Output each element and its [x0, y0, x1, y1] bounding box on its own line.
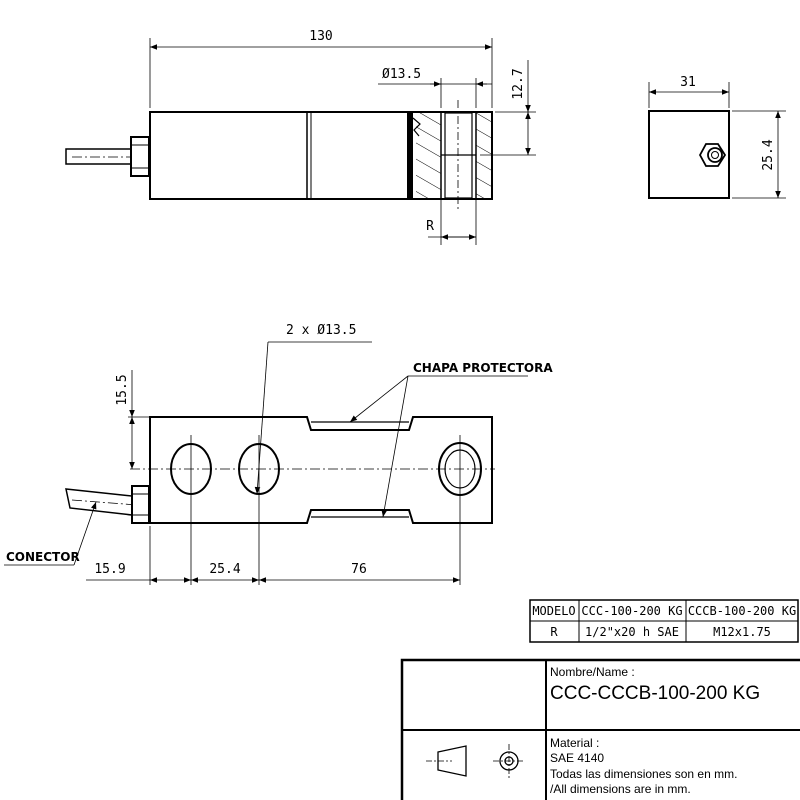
side-view	[4, 341, 528, 585]
table-header-model: MODELO	[532, 604, 575, 618]
table-header-cccb: CCCB-100-200 KG	[688, 604, 796, 618]
dim-offset-15-5: 15.5	[115, 374, 130, 405]
material-label: Material :	[550, 736, 599, 750]
title-block	[400, 658, 800, 800]
units-note-es: Todas las dimensiones son en mm.	[550, 767, 737, 781]
name-label: Nombre/Name :	[550, 665, 635, 679]
dim-thread-r: R	[426, 219, 434, 234]
projection-symbol-icon	[426, 744, 525, 778]
table-cell-ccc-thread: 1/2"x20 h SAE	[585, 625, 679, 639]
model-table	[529, 599, 799, 643]
connector-label: CONECTOR	[6, 550, 80, 564]
dim-width-31: 31	[680, 75, 696, 90]
dim-hole-diameter: Ø13.5	[382, 67, 421, 82]
load-cell-body-side	[149, 416, 493, 524]
material-value: SAE 4140	[550, 751, 604, 765]
table-cell-r: R	[550, 625, 558, 639]
dim-height-25-4: 25.4	[761, 139, 776, 170]
dim-length-130: 130	[309, 29, 332, 44]
dim-25-4-side: 25.4	[209, 562, 240, 577]
table-header-ccc: CCC-100-200 KG	[581, 604, 682, 618]
dim-76: 76	[351, 562, 367, 577]
top-view	[65, 38, 536, 245]
units-note-en: /All dimensions are in mm.	[550, 782, 691, 796]
holes-label: 2 x Ø13.5	[286, 323, 356, 338]
cable	[65, 148, 132, 165]
end-view	[648, 82, 786, 199]
protective-plate-label: CHAPA PROTECTORA	[413, 361, 553, 375]
dim-depth-12-7: 12.7	[511, 68, 526, 99]
drawing-name: CCC-CCCB-100-200 KG	[550, 683, 760, 704]
table-cell-cccb-thread: M12x1.75	[713, 625, 771, 639]
dim-15-9: 15.9	[94, 562, 125, 577]
connector-nut	[130, 136, 150, 177]
side-connector	[131, 485, 150, 524]
